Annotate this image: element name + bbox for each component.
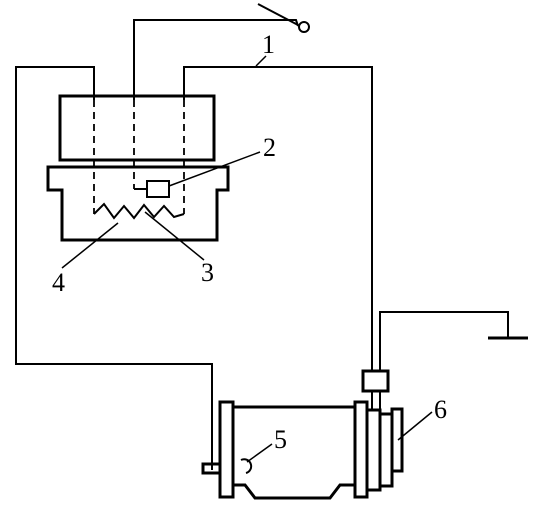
label-heater-a: 3 (201, 258, 214, 287)
label-switch: 1 (262, 30, 275, 59)
wire-heater-clutch (183, 66, 373, 372)
pump-inner-part (240, 458, 253, 474)
clutch-pulley (378, 412, 394, 488)
clutch-pulley-rim (390, 407, 404, 473)
leader-line-2 (168, 151, 261, 187)
wire-left-loop (15, 66, 213, 470)
leader-line-5 (246, 443, 273, 463)
wire-switch-sensor (133, 19, 299, 100)
label-heater-b: 4 (52, 268, 65, 297)
leader-line-4 (61, 222, 119, 269)
pump-shaft-tab (201, 462, 220, 475)
tray-block (46, 165, 230, 242)
pump (201, 400, 369, 500)
switch (257, 3, 310, 33)
wire-heater-clutch-pair (379, 311, 509, 372)
leader-line-3 (144, 211, 205, 261)
cover-block (58, 94, 216, 162)
heating-element-zigzag (93, 202, 185, 220)
label-clutch: 6 (434, 395, 447, 424)
pump-body (231, 405, 357, 500)
label-sensor: 2 (263, 133, 276, 162)
clutch-connector (361, 369, 390, 393)
leader-line-6 (397, 411, 433, 441)
sensor (146, 180, 170, 198)
clutch (361, 369, 404, 492)
clutch-hub (365, 408, 382, 492)
switch-lever (257, 3, 299, 26)
switch-contact (298, 21, 310, 33)
leader-line-1 (255, 55, 267, 67)
label-pump-inner: 5 (274, 425, 287, 454)
pump-left-flange (218, 400, 235, 499)
pump-right-flange (353, 400, 369, 499)
